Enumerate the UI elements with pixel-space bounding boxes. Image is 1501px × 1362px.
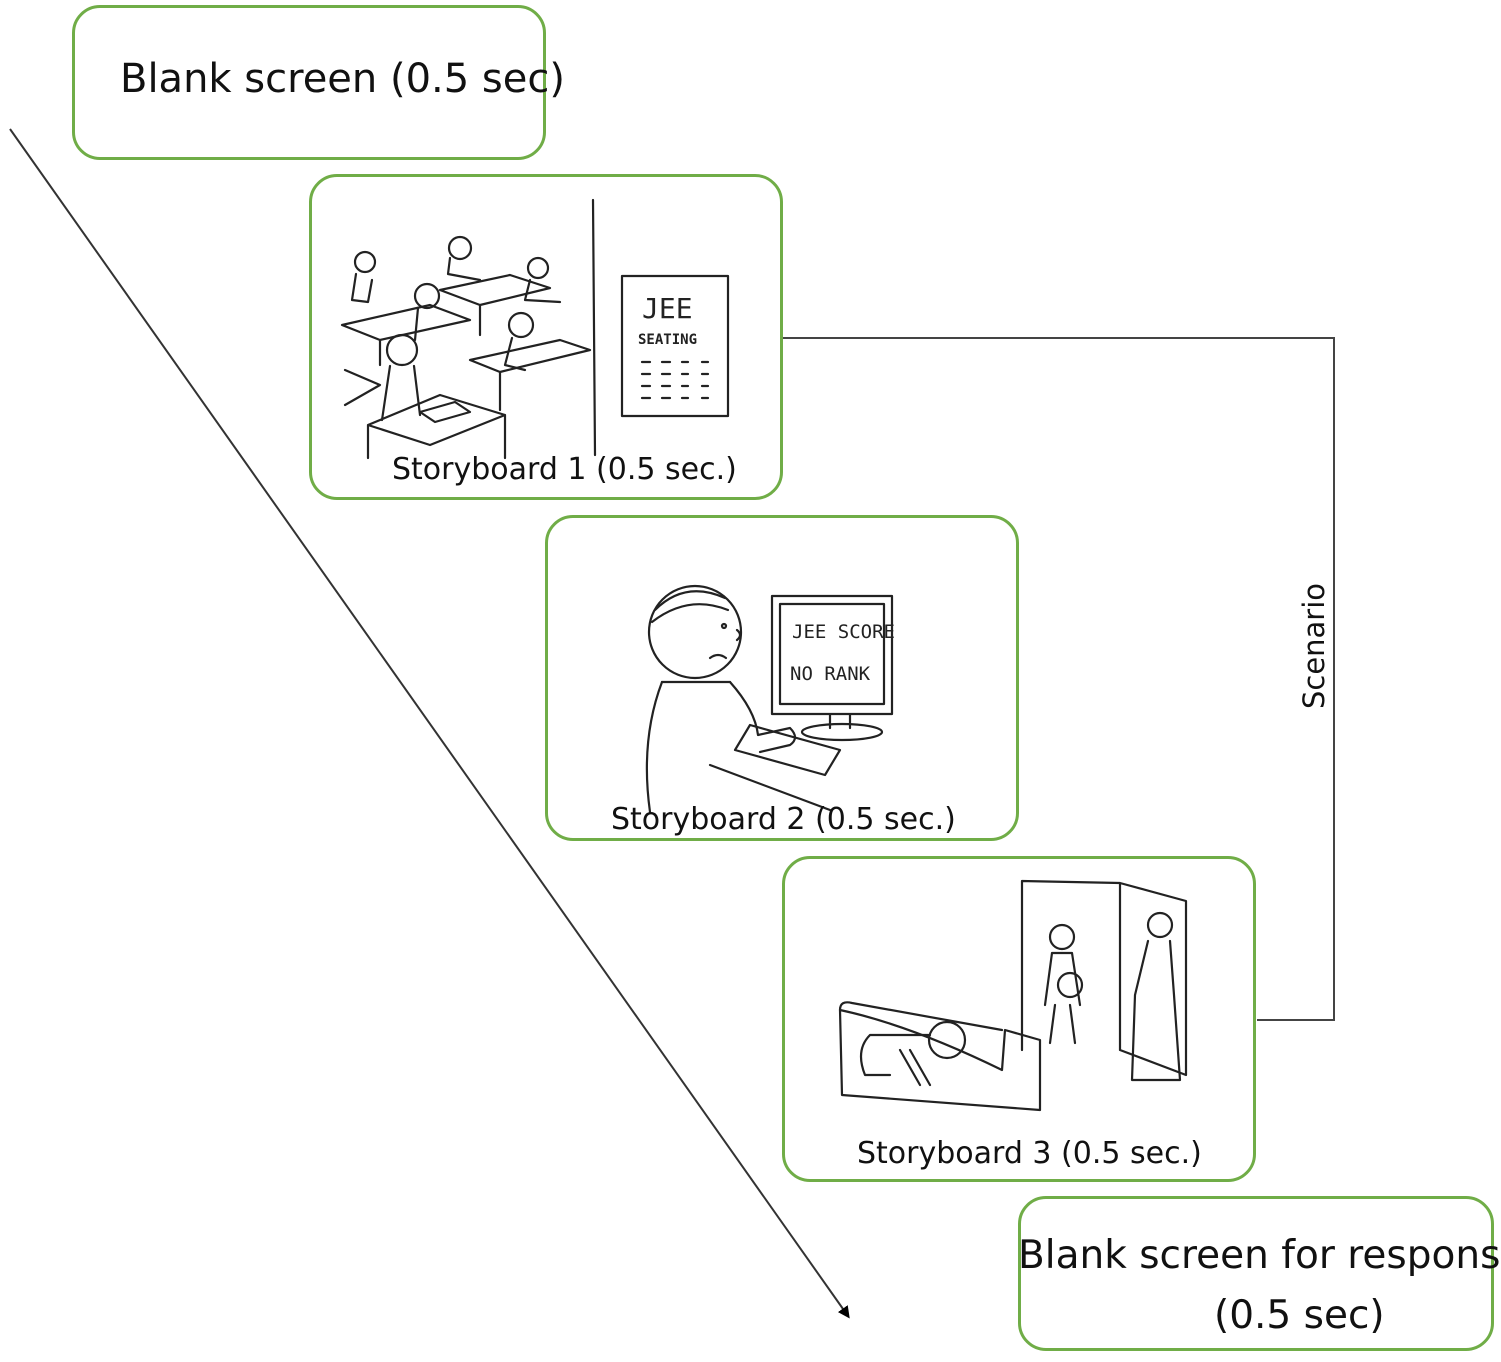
living-room-illustration <box>830 875 1210 1115</box>
scenario-label: Scenario <box>1297 582 1331 710</box>
computer-illustration: JEE SCORE NO RANK <box>600 560 930 820</box>
monitor-line-2: NO RANK <box>790 663 871 685</box>
monitor-line-1: JEE SCORE <box>792 621 895 643</box>
response-screen-label-line2: (0.5 sec) <box>1214 1293 1385 1338</box>
blank-screen-label: Blank screen (0.5 sec) <box>120 56 565 102</box>
response-screen-box <box>1018 1196 1494 1351</box>
classroom-illustration: JEE SEATING <box>320 190 770 460</box>
storyboard-3-box <box>782 856 1256 1182</box>
blank-screen-box <box>72 5 546 160</box>
scenario-bracket <box>783 337 1335 1021</box>
poster-title: JEE <box>642 292 693 325</box>
response-screen-label-line1: Blank screen for response <box>1018 1233 1501 1278</box>
storyboard-1-label: Storyboard 1 (0.5 sec.) <box>392 452 737 487</box>
storyboard-3-label: Storyboard 3 (0.5 sec.) <box>857 1136 1202 1171</box>
storyboard-2-label: Storyboard 2 (0.5 sec.) <box>611 802 956 837</box>
storyboard-2-box <box>545 515 1019 841</box>
storyboard-1-box <box>309 174 783 500</box>
time-arrow <box>9 128 850 1319</box>
poster-subtitle: SEATING <box>638 332 697 348</box>
